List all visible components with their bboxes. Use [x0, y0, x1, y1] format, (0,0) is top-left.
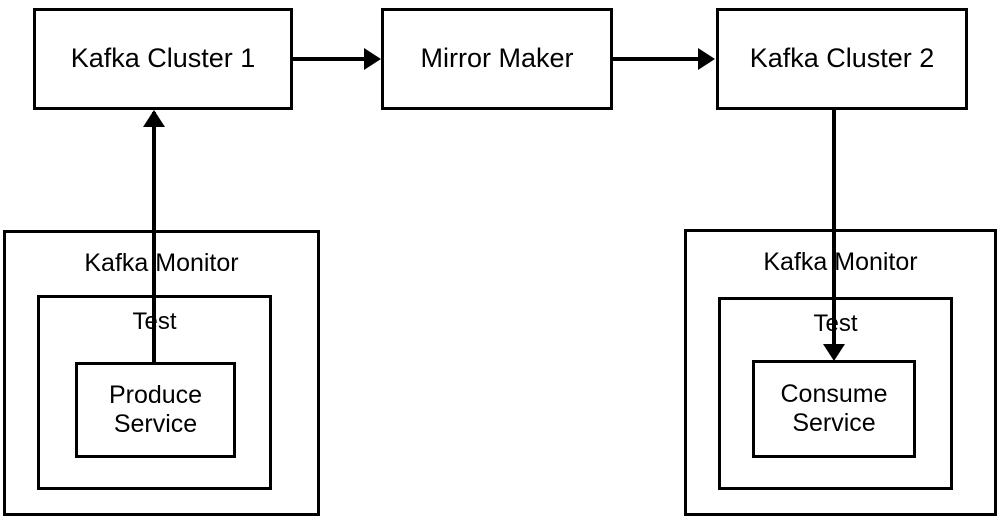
node-kafka-cluster-2[interactable]: Kafka Cluster 2 [716, 8, 968, 110]
node-mirror-maker[interactable]: Mirror Maker [381, 8, 613, 110]
arrowhead-up-kafka-cluster-1 [143, 110, 165, 127]
node-consume-service[interactable]: Consume Service [752, 360, 916, 458]
node-kafka-monitor-right-label: Kafka Monitor [763, 248, 918, 276]
node-kafka-cluster-1-label: Kafka Cluster 1 [70, 43, 256, 74]
node-kafka-monitor-left-label: Kafka Monitor [84, 249, 239, 277]
node-produce-service[interactable]: Produce Service [75, 362, 236, 458]
node-test-left[interactable]: Test [37, 295, 272, 490]
arrowhead-right-kafka-cluster-2 [698, 48, 715, 70]
edge-mirror-maker-to-kafka-cluster-2 [613, 57, 699, 61]
edge-kafka-cluster-1-to-mirror-maker [293, 57, 366, 61]
node-test-right[interactable]: Test [718, 297, 953, 490]
node-kafka-cluster-1[interactable]: Kafka Cluster 1 [33, 8, 293, 110]
node-test-right-label: Test [813, 310, 858, 337]
node-kafka-cluster-2-label: Kafka Cluster 2 [749, 43, 935, 74]
node-mirror-maker-label: Mirror Maker [420, 43, 574, 74]
edge-kafka-cluster-2-to-consume-service [832, 110, 836, 347]
edge-produce-service-to-kafka-cluster-1 [152, 112, 156, 365]
node-produce-service-label-line-2: Service [113, 410, 198, 438]
node-kafka-monitor-right[interactable]: Kafka Monitor [684, 229, 997, 516]
node-consume-service-label-line-1: Consume [780, 379, 888, 408]
node-test-left-label: Test [132, 308, 177, 335]
node-consume-service-label-line-2: Service [792, 409, 876, 437]
arrowhead-down-consume-service [823, 344, 845, 361]
node-kafka-monitor-left[interactable]: Kafka Monitor [3, 230, 320, 516]
node-produce-service-label-line-1: Produce [108, 380, 203, 409]
arrowhead-right-mirror-maker [364, 48, 381, 70]
